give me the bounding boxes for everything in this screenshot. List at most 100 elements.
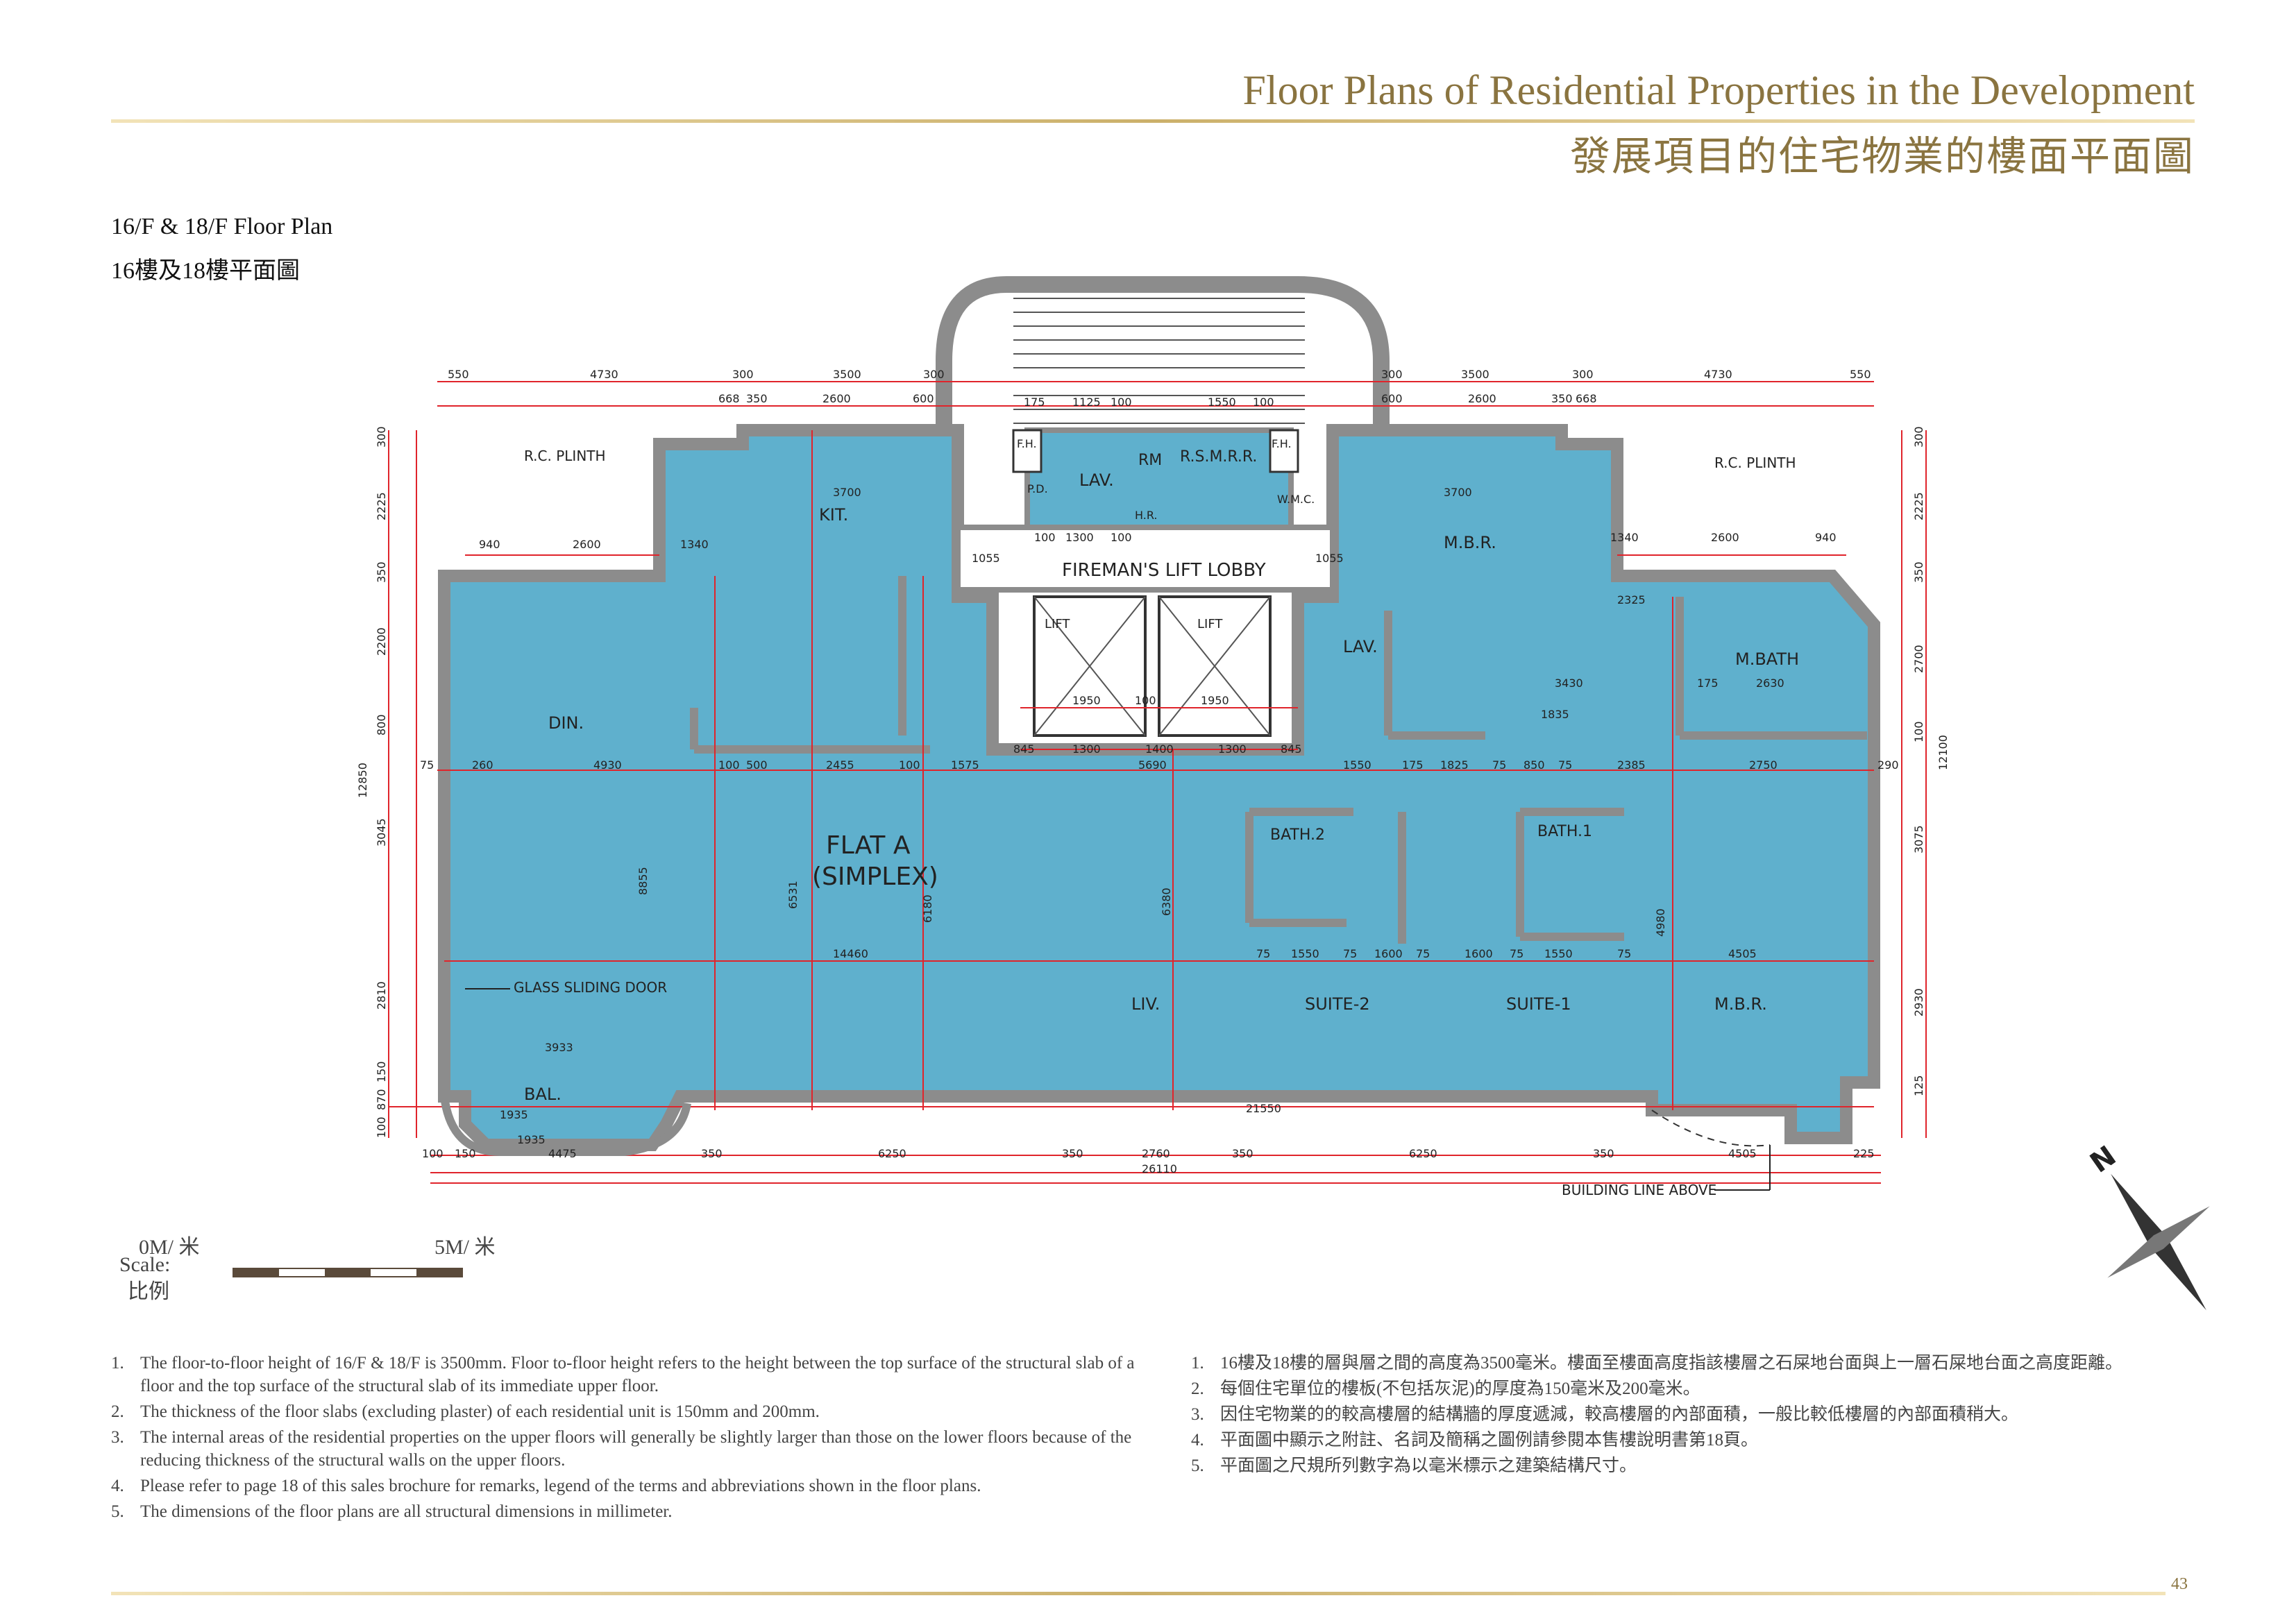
note-en-1: The floor-to-floor height of 16/F & 18/F… (140, 1354, 1135, 1395)
dim-right-1835: 1835 (1541, 708, 1569, 721)
dim-suite-75a: 75 (1256, 947, 1270, 960)
dim-mid-1550: 1550 (1343, 758, 1371, 772)
note-zh-4: 平面圖中顯示之附註、名詞及簡稱之圖例請參閱本售樓說明書第18頁。 (1220, 1431, 1759, 1450)
dim-lobby-1055-l: 1055 (972, 552, 1000, 565)
dim-suite-75c: 75 (1416, 947, 1430, 960)
dim-14460: 14460 (833, 947, 868, 960)
dim-bot-350c: 350 (1232, 1147, 1253, 1160)
dim-top2-600-r: 600 (1381, 392, 1403, 405)
dim-suite-75d: 75 (1510, 947, 1523, 960)
dim-bot-225: 225 (1853, 1147, 1875, 1160)
dim-left-300: 300 (375, 426, 388, 448)
dim-mid-4930: 4930 (593, 758, 622, 772)
dim-suite-1600b: 1600 (1464, 947, 1493, 960)
room-rsmrr: R.S.M.R.R. (1180, 448, 1257, 466)
dim-row-940-r: 940 (1815, 531, 1837, 544)
dim-bot-total: 26110 (1142, 1162, 1177, 1175)
dim-left-2810: 2810 (375, 981, 388, 1010)
room-lift-left: LIFT (1045, 617, 1070, 631)
room-bath2: BATH.2 (1270, 826, 1325, 844)
dim-lobby-top-1550: 1550 (1208, 396, 1236, 409)
dim-mid-260: 260 (472, 758, 493, 772)
dim-bot-100: 100 (422, 1147, 444, 1160)
dim-mid-5690: 5690 (1138, 758, 1167, 772)
room-suite2: SUITE-2 (1305, 994, 1370, 1014)
dim-top-3500-r: 3500 (1461, 368, 1489, 381)
dim-top2-2600-l: 2600 (822, 392, 851, 405)
north-label: N (2084, 1140, 2122, 1180)
dim-right-300: 300 (1912, 426, 1925, 448)
dim-top-300-r1: 300 (1381, 368, 1403, 381)
dim-top2-668-l: 668 (718, 392, 740, 405)
dim-row-1340-l: 1340 (680, 538, 709, 551)
stair-tower-wall (936, 276, 1390, 444)
scale-bar-seg (233, 1268, 279, 1277)
dim-top2-350-l: 350 (746, 392, 768, 405)
service-room-block (1024, 427, 1294, 530)
room-lift-right: LIFT (1197, 617, 1223, 631)
dim-bot-150: 150 (455, 1147, 476, 1160)
dim-bot-2760: 2760 (1142, 1147, 1170, 1160)
dim-mid-75: 75 (420, 758, 434, 772)
note-zh-1: 16樓及18樓的層與層之間的高度為3500毫米。樓面至樓面高度指該樓層之石屎地台… (1220, 1354, 2123, 1373)
dim-mid-1575: 1575 (951, 758, 979, 772)
dim-lobby-1055-r: 1055 (1315, 552, 1344, 565)
dim-top2-350-r: 350 (1551, 392, 1573, 405)
dim-bot-350a: 350 (701, 1147, 723, 1160)
scale-label-en: Scale: (119, 1253, 171, 1276)
note-zh-5: 平面圖之尺規所列數字為以毫米標示之建築結構尺寸。 (1220, 1456, 1637, 1475)
dim-lobby-top-100a: 100 (1111, 396, 1132, 409)
dim-right-total: 12100 (1936, 735, 1950, 770)
page-title-zh: 發展項目的住宅物業的樓面平面圖 (1569, 134, 2195, 179)
room-wmc: W.M.C. (1277, 493, 1315, 506)
north-arrow: N (2084, 1140, 2210, 1311)
building-line-above (1651, 1110, 1771, 1147)
room-mbath: M.BATH (1735, 649, 1799, 669)
dim-bot-6250b: 6250 (1409, 1147, 1437, 1160)
dim-vert-6380: 6380 (1160, 887, 1173, 916)
room-pd: P.D. (1027, 482, 1048, 495)
dim-mid-175: 175 (1402, 758, 1424, 772)
dim-right-3430: 3430 (1555, 677, 1583, 690)
dim-left-total: 12850 (356, 763, 369, 798)
dim-right-175: 175 (1697, 677, 1719, 690)
dim-mid-2455: 2455 (826, 758, 854, 772)
dim-right-350: 350 (1912, 561, 1925, 583)
room-bath1: BATH.1 (1537, 823, 1592, 840)
fh-left-cabinet (1012, 429, 1043, 473)
scale-zero-label: 0M/ 米 (139, 1236, 200, 1259)
dim-top2-2600-r: 2600 (1468, 392, 1496, 405)
dim-top-4730-r: 4730 (1704, 368, 1732, 381)
dim-top-300-l1: 300 (732, 368, 754, 381)
note-en-2: The thickness of the floor slabs (exclud… (140, 1402, 820, 1421)
dim-right-2700: 2700 (1912, 645, 1925, 673)
dim-1950-b: 1950 (1201, 694, 1229, 707)
room-fh-right: F.H. (1272, 437, 1292, 450)
dim-right-2325: 2325 (1617, 593, 1646, 606)
room-rm: RM (1138, 452, 1162, 469)
dimension-lines (388, 381, 1927, 1184)
dim-right-2630: 2630 (1756, 677, 1784, 690)
room-suite1: SUITE-1 (1506, 994, 1571, 1014)
dim-suite-75b: 75 (1343, 947, 1357, 960)
dim-left-2225: 2225 (375, 492, 388, 520)
room-kit: KIT. (819, 505, 848, 525)
dim-bot-4475: 4475 (548, 1147, 577, 1160)
dim-row-3700-r: 3700 (1444, 486, 1472, 499)
dim-top-300-r2: 300 (1572, 368, 1594, 381)
dim-top-3500-l: 3500 (833, 368, 861, 381)
dim-left-3045: 3045 (375, 818, 388, 847)
dim-1300-b: 1300 (1218, 742, 1247, 756)
dim-bot-350d: 350 (1593, 1147, 1614, 1160)
dim-vert-6531: 6531 (786, 881, 800, 909)
dim-845-b: 845 (1281, 742, 1302, 756)
plan-title-zh: 16樓及18樓平面圖 (111, 258, 300, 284)
dim-vert-6180: 6180 (921, 894, 934, 923)
rc-plinth-right: R.C. PLINTH (1714, 454, 1796, 471)
balcony-edge (440, 1096, 691, 1156)
dim-mid-1825: 1825 (1440, 758, 1469, 772)
dim-mid-100b: 100 (899, 758, 920, 772)
dim-right-3075: 3075 (1912, 825, 1925, 853)
dim-row-940-l: 940 (479, 538, 500, 551)
